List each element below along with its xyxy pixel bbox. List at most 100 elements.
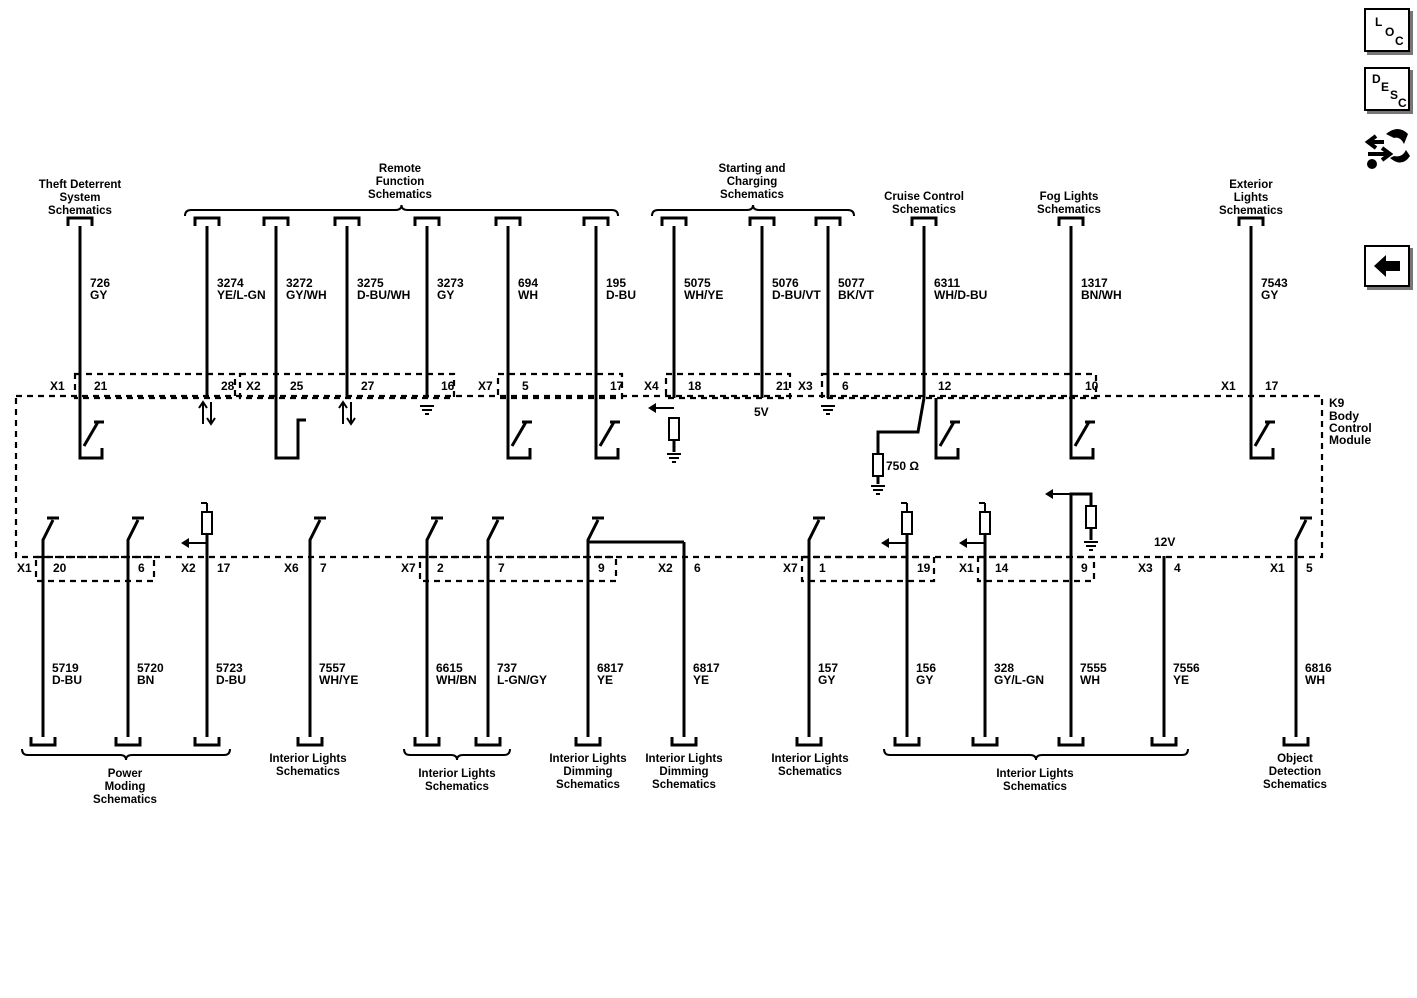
bottom-wire-12-resistor (1085, 505, 1097, 529)
connector-tool-icon[interactable] (1364, 122, 1414, 174)
back-arrow-icon (1374, 255, 1400, 277)
top-destination-3-line-1: Starting and (718, 163, 785, 175)
bottom-wire-10-rtop (901, 502, 908, 512)
k9-module-box (14, 394, 1324, 559)
top-wire-11-ground (871, 485, 885, 495)
bottom-wire-3-pin: 17 (217, 561, 231, 575)
top-wire-2-pin: 28 (221, 379, 235, 393)
bottom-destination-4-line-3: Schematics (556, 779, 620, 791)
top-wire-3-pin: 25 (290, 379, 304, 393)
bottom-wire-12-terminal (1057, 737, 1085, 747)
bottom-wire-12-output-head (1045, 489, 1053, 499)
bottom-wire-7-pin: 9 (598, 561, 605, 575)
bottom-wire-11-connector: X1 (959, 561, 974, 575)
bottom-wire-4-pin: 7 (320, 561, 327, 575)
top-wire-6-connector: X7 (478, 379, 493, 393)
bottom-wire-8-pin: 6 (694, 561, 701, 575)
bottom-wire-7-switch (586, 516, 604, 556)
bottom-wire-9-switch (807, 516, 825, 556)
bottom-wire-1-color: D-BU (52, 673, 82, 687)
brace-power-moding (21, 748, 231, 761)
bottom-wire-12-pull (1069, 492, 1093, 556)
bottom-wire-1-circuit: 5719 (52, 661, 79, 675)
bottom-wire-6-pin: 7 (498, 561, 505, 575)
back-button[interactable] (1364, 245, 1410, 287)
bottom-destination-8-line-2: Detection (1269, 766, 1321, 778)
bottom-wire-6-color: L-GN/GY (497, 673, 547, 687)
top-wire-6-terminal (494, 216, 522, 226)
bottom-destination-7-line-2: Schematics (1003, 781, 1067, 793)
bottom-wire-11-circuit: 328 (994, 661, 1014, 675)
top-wire-13-circuit: 7543 (1261, 276, 1288, 290)
top-wire-9-note: 5V (754, 405, 769, 419)
bottom-wire-4-switch (308, 516, 326, 556)
bottom-wire-3-connector: X2 (181, 561, 196, 575)
brace-starting-charging (651, 204, 855, 217)
bottom-wire-5-switch (425, 516, 443, 556)
bottom-destination-5-line-2: Dimming (659, 766, 708, 778)
top-wire-3-color: GY/WH (286, 288, 327, 302)
bottom-wire-9-circuit: 157 (818, 661, 838, 675)
bottom-destination-6-line-1: Interior Lights (771, 753, 848, 765)
top-wire-7-pin: 17 (610, 379, 624, 393)
top-wire-6-pin: 5 (522, 379, 529, 393)
top-wire-3-terminal (262, 216, 290, 226)
top-wire-8-color: WH/YE (684, 288, 723, 302)
top-wire-11-pin: 12 (938, 379, 952, 393)
top-wire-6-circuit: 694 (518, 276, 538, 290)
bottom-wire-14-color: WH (1305, 673, 1325, 687)
bottom-wire-12-circuit: 7555 (1080, 661, 1107, 675)
top-wire-11-resistor-value: 750 Ω (886, 459, 919, 473)
loc-button[interactable]: L O C (1364, 8, 1410, 52)
bottom-destination-1-line-2: Moding (105, 781, 146, 793)
top-wire-6-color: WH (518, 288, 538, 302)
top-destination-6-line-1: Exterior (1229, 179, 1273, 191)
bottom-wire-8-circuit: 6817 (693, 661, 720, 675)
desc-letter-c: C (1398, 96, 1407, 110)
bottom-destination-1-line-3: Schematics (93, 794, 157, 806)
top-wire-11-terminal (910, 216, 938, 226)
module-name-line-1: Body (1329, 409, 1359, 423)
top-destination-6-line-2: Lights (1234, 192, 1269, 204)
loc-letter-c: C (1395, 34, 1404, 48)
top-wire-11-color: WH/D-BU (934, 288, 987, 302)
module-name-line-2: Control (1329, 421, 1372, 435)
bottom-wire-11-terminal (971, 737, 999, 747)
top-wire-4-bidir (342, 402, 352, 424)
bottom-wire-3-circuit: 5723 (216, 661, 243, 675)
bottom-wire-9-terminal (795, 737, 823, 747)
bottom-wire-3-color: D-BU (216, 673, 246, 687)
bottom-wire-1-switch (41, 516, 59, 556)
top-wire-3-switch (274, 398, 306, 460)
bottom-wire-3-terminal (193, 737, 221, 747)
bottom-wire-10-terminal (893, 737, 921, 747)
bottom-connector-box-3 (800, 555, 936, 583)
top-wire-8-ground (667, 453, 681, 463)
bottom-wire-3-output-head (181, 538, 189, 548)
top-destination-5-line-1: Fog Lights (1040, 191, 1099, 203)
top-destination-1-line-2: System (60, 192, 101, 204)
top-wire-2-color: YE/L-GN (217, 288, 266, 302)
bottom-wire-7-color: YE (597, 673, 613, 687)
bottom-wire-14-circuit: 6816 (1305, 661, 1332, 675)
bottom-wire-3-rtop (201, 502, 208, 512)
bottom-wire-1-connector: X1 (17, 561, 32, 575)
top-wire-2-circuit: 3274 (217, 276, 244, 290)
bottom-wire-5-terminal (413, 737, 441, 747)
bottom-wire-5-color: WH/BN (436, 673, 477, 687)
bottom-destination-2-line-2: Schematics (276, 766, 340, 778)
bottom-wire-10-color: GY (916, 673, 933, 687)
desc-letter-e: E (1381, 80, 1390, 94)
top-destination-1-line-3: Schematics (48, 205, 112, 217)
bottom-wire-13-connector: X3 (1138, 561, 1153, 575)
top-wire-12-circuit: 1317 (1081, 276, 1108, 290)
top-wire-5-ground (420, 405, 434, 415)
module-outline (14, 394, 1324, 559)
desc-button[interactable]: D E S C (1364, 67, 1410, 111)
bottom-destination-5-line-1: Interior Lights (645, 753, 722, 765)
top-wire-10-connector: X3 (798, 379, 813, 393)
top-destination-2-line-1: Remote (379, 163, 421, 175)
top-wire-13-color: GY (1261, 288, 1278, 302)
connector-boxes (34, 372, 1098, 583)
